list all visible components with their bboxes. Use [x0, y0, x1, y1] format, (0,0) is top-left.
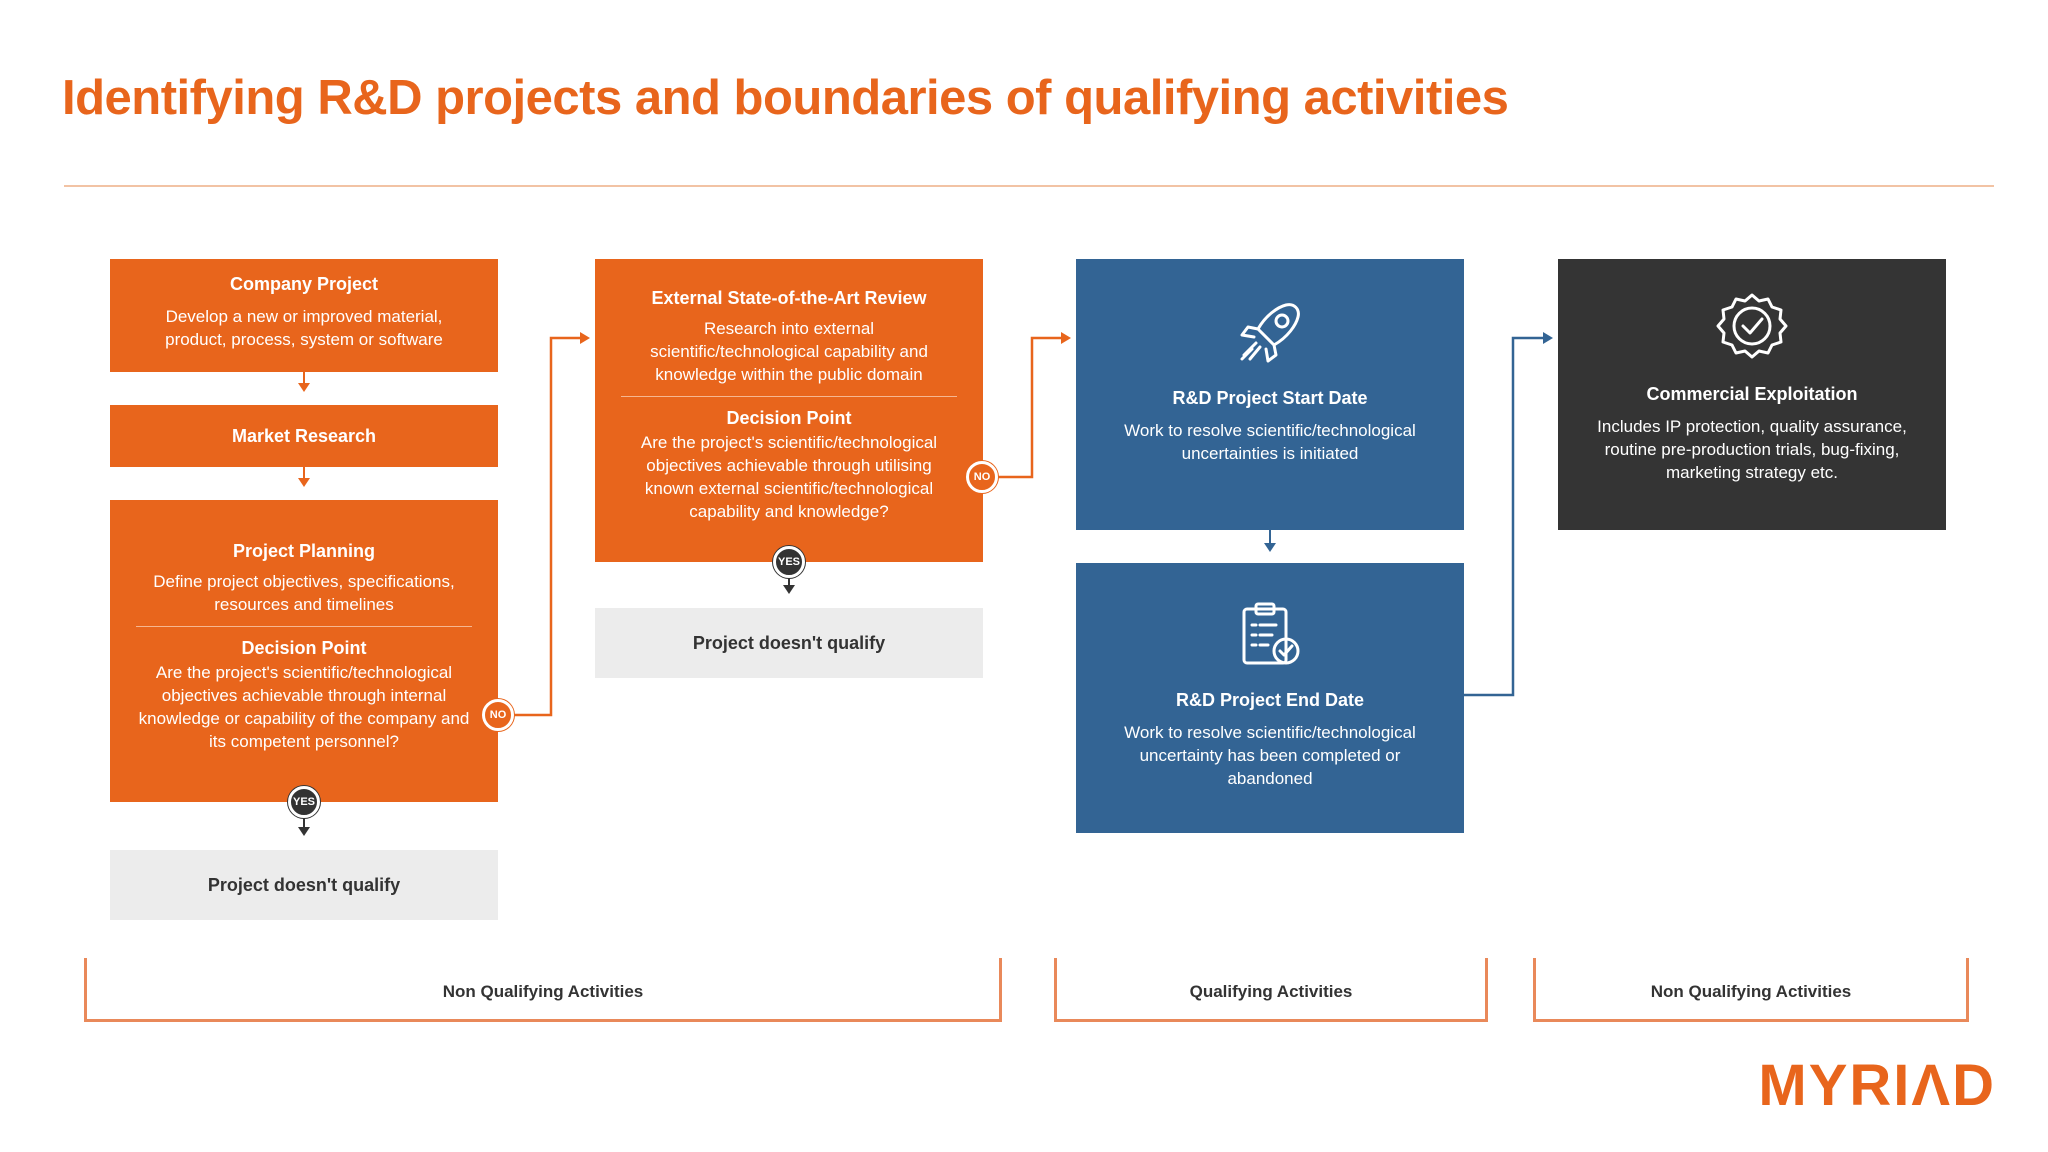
commercial-exploitation-heading: Commercial Exploitation: [1646, 384, 1858, 404]
market-research-heading: Market Research: [231, 426, 377, 446]
connector-end-to-commercial: [1464, 336, 1543, 697]
title-divider: [64, 185, 1994, 187]
connector-no-col1: [514, 336, 580, 717]
bracket-label-non-qualifying-right: Non Qualifying Activities: [1650, 982, 1852, 1001]
connector-line: [303, 372, 305, 384]
state-of-the-art-heading: External State-of-the-Art Review: [651, 288, 927, 308]
down-arrow-icon: [783, 585, 795, 594]
clipboard-check-icon: [1076, 599, 1464, 675]
decision-point-heading: Decision Point: [726, 408, 852, 428]
bracket-label-non-qualifying-left: Non Qualifying Activities: [442, 982, 644, 1001]
down-arrow-icon: [298, 478, 310, 487]
right-arrow-icon: [1061, 332, 1071, 344]
rd-start-body: Work to resolve scientific/technological…: [1124, 421, 1416, 463]
rd-end-box: R&D Project End Date Work to resolve sci…: [1076, 563, 1464, 833]
decision-point-body: Are the project's scientific/technologic…: [138, 663, 470, 751]
down-arrow-icon: [298, 383, 310, 392]
bracket-non-qualifying-left: [84, 958, 1002, 1022]
project-planning-heading: Project Planning: [232, 541, 376, 561]
section-divider: [621, 396, 957, 397]
connector-line: [788, 578, 790, 586]
rd-end-body: Work to resolve scientific/technological…: [1124, 723, 1416, 788]
state-of-the-art-box: External State-of-the-Art Review Researc…: [595, 259, 983, 562]
no-badge: NO: [966, 461, 998, 493]
no-badge: NO: [482, 699, 514, 731]
down-arrow-icon: [298, 827, 310, 836]
bracket-label-qualifying: Qualifying Activities: [1189, 982, 1353, 1001]
company-project-body: Develop a new or improved material, prod…: [165, 307, 443, 349]
connector-line: [1269, 530, 1271, 544]
rocket-icon: [1076, 293, 1464, 373]
rd-start-box: R&D Project Start Date Work to resolve s…: [1076, 259, 1464, 530]
company-project-box: Company Project Develop a new or improve…: [110, 259, 498, 372]
right-arrow-icon: [580, 332, 590, 344]
state-of-the-art-body: Research into external scientific/techno…: [650, 319, 928, 384]
yes-badge: YES: [288, 786, 320, 818]
decision-point-body: Are the project's scientific/technologic…: [640, 433, 938, 521]
not-qualify-box: Project doesn't qualify: [595, 608, 983, 678]
right-arrow-icon: [1543, 332, 1553, 344]
rd-start-heading: R&D Project Start Date: [1172, 388, 1368, 408]
not-qualify-box: Project doesn't qualify: [110, 850, 498, 920]
section-divider: [136, 626, 472, 627]
down-arrow-icon: [1264, 543, 1276, 552]
not-qualify-label: Project doesn't qualify: [692, 633, 886, 653]
decision-point-heading: Decision Point: [241, 638, 367, 658]
connector-line: [303, 818, 305, 828]
rd-end-heading: R&D Project End Date: [1175, 690, 1365, 710]
bracket-non-qualifying-right: [1533, 958, 1969, 1022]
badge-check-icon: [1558, 289, 1946, 369]
bracket-qualifying: [1054, 958, 1488, 1022]
project-planning-body: Define project objectives, specification…: [153, 572, 455, 614]
project-planning-box: Project Planning Define project objectiv…: [110, 500, 498, 802]
myriad-logo: MYRIΛD: [1758, 1053, 1996, 1118]
yes-badge: YES: [773, 546, 805, 578]
connector-no-col2: [998, 336, 1061, 479]
page-title: Identifying R&D projects and boundaries …: [62, 71, 1509, 125]
company-project-heading: Company Project: [229, 274, 379, 294]
commercial-exploitation-body: Includes IP protection, quality assuranc…: [1597, 417, 1907, 482]
commercial-exploitation-box: Commercial Exploitation Includes IP prot…: [1558, 259, 1946, 530]
not-qualify-label: Project doesn't qualify: [207, 875, 401, 895]
connector-line: [303, 467, 305, 479]
market-research-box: Market Research: [110, 405, 498, 467]
